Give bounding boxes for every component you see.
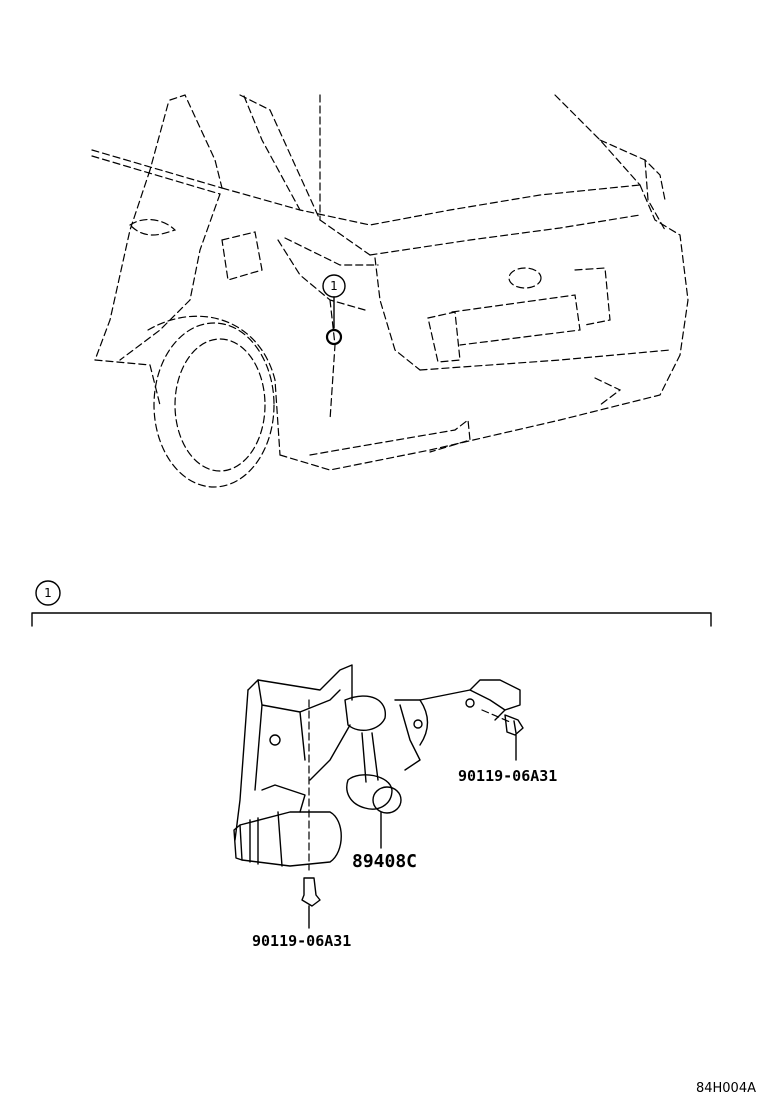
part-number-sensor: 89408C [352, 851, 417, 872]
callout-circle-section [35, 580, 61, 606]
sensor-location-marker [325, 328, 343, 346]
part-number-bolt-bottom: 90119-06A31 [252, 932, 351, 950]
section-bracket [31, 612, 712, 627]
car-rear-illustration: 1 [91, 94, 689, 488]
callout-number-car: 1 [330, 279, 338, 293]
part-number-bolt-right: 90119-06A31 [458, 767, 557, 785]
section-header: 1 [31, 580, 712, 627]
height-sensor-illustration [233, 664, 524, 929]
callout-number-section: 1 [44, 586, 52, 600]
figure-code: 84H004A [696, 1081, 756, 1096]
